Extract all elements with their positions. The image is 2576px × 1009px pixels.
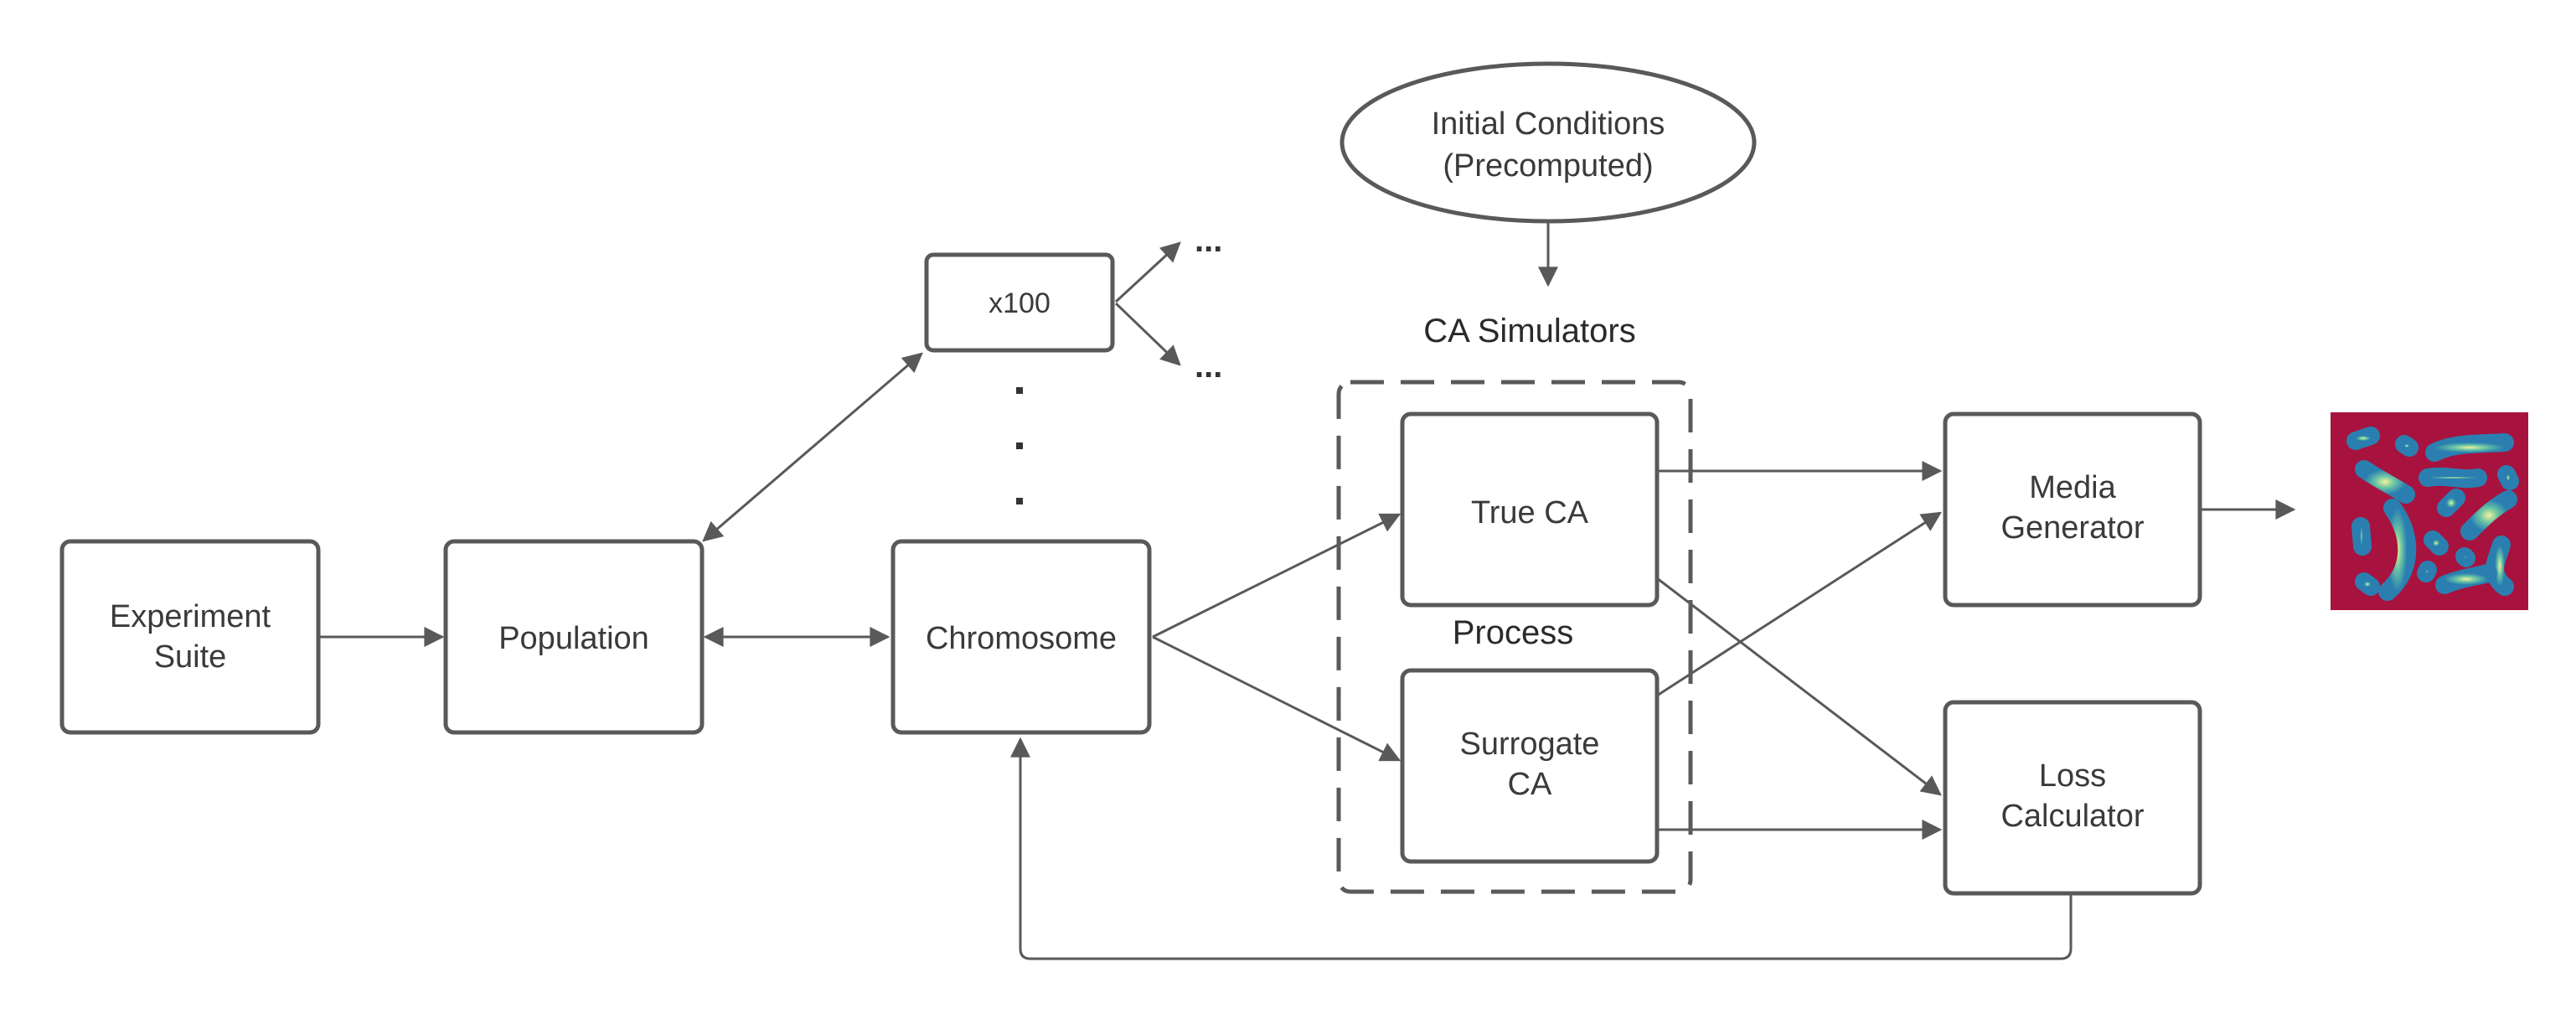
x100-label: x100: [989, 287, 1051, 319]
arrow-surrogate-ca-to-media: [1656, 511, 1943, 697]
connectors: [318, 222, 2296, 960]
chromosome-label: Chromosome: [926, 621, 1117, 656]
experiment-suite-node: Experiment Suite: [59, 539, 321, 735]
surrogate-ca-line2: CA: [1508, 767, 1552, 802]
initial-conditions-line2: (Precomputed): [1443, 148, 1653, 184]
population-label: Population: [498, 621, 649, 656]
process-label: Process: [1453, 614, 1574, 651]
loss-calculator-node: Loss Calculator: [1943, 700, 2202, 896]
arrow-chromosome-to-true-ca: [1152, 513, 1402, 639]
media-generator-line2: Generator: [2000, 510, 2144, 546]
chromosome-node: Chromosome: [891, 539, 1152, 735]
arrow-true-ca-to-loss: [1656, 577, 1942, 796]
ellipsis-top: ...: [1195, 222, 1222, 259]
ellipsis-bottom: ...: [1195, 348, 1222, 385]
surrogate-ca-node: Surrogate CA: [1400, 668, 1660, 864]
output-pattern-image: [2331, 412, 2528, 610]
arrow-x100-to-top-ellipsis: [1114, 241, 1181, 303]
true-ca-node: True CA: [1400, 411, 1660, 608]
arrow-chromosome-to-surrogate-ca: [1152, 635, 1402, 762]
initial-conditions-node: Initial Conditions (Precomputed): [1340, 61, 1757, 224]
initial-conditions-line1: Initial Conditions: [1432, 106, 1665, 142]
x100-node: x100: [924, 252, 1115, 353]
true-ca-label: True CA: [1471, 495, 1589, 530]
loss-calculator-line2: Calculator: [2000, 799, 2144, 834]
experiment-suite-label-line1: Experiment: [110, 599, 271, 634]
experiment-suite-label-line2: Suite: [154, 639, 227, 675]
population-node: Population: [443, 539, 705, 735]
ca-simulators-title: CA Simulators: [1423, 313, 1635, 349]
loss-calculator-line1: Loss: [2039, 758, 2106, 794]
surrogate-ca-line1: Surrogate: [1460, 727, 1600, 762]
ca-simulators-group: [1336, 380, 1693, 894]
arrow-population-x100: [702, 352, 923, 542]
media-generator-line1: Media: [2029, 470, 2116, 505]
arrow-x100-to-bottom-ellipsis: [1114, 302, 1181, 366]
media-generator-node: Media Generator: [1943, 411, 2202, 608]
vertical-ellipsis: [1016, 387, 1023, 504]
arrow-loss-feedback-to-chromosome: [1010, 737, 2073, 960]
